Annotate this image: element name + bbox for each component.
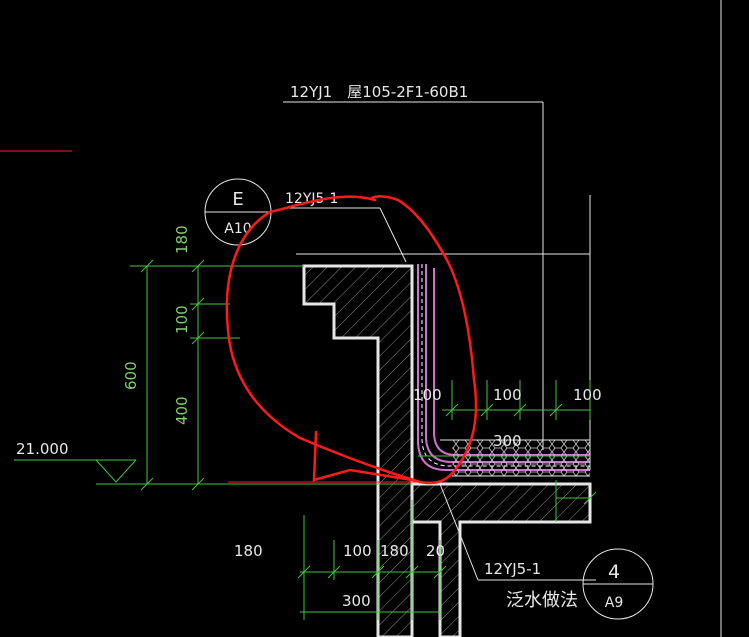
callout-top: E A10 bbox=[204, 178, 272, 246]
detail-ref-top-text: 12YJ5-1 bbox=[285, 191, 338, 207]
elevation-marker bbox=[14, 459, 137, 483]
roof-reference-leader bbox=[283, 101, 544, 450]
flashing-note: 泛水做法 bbox=[506, 590, 578, 611]
dim-v-600: 600 bbox=[122, 361, 140, 390]
dim-h-b-180a: 180 bbox=[234, 542, 263, 560]
detail-ref-top-leader bbox=[283, 207, 407, 263]
dim-h-b-20: 20 bbox=[426, 542, 445, 560]
horizontal-dimensions-right bbox=[418, 380, 597, 522]
roof-slab bbox=[410, 482, 592, 637]
dim-h-b-300: 300 bbox=[342, 592, 371, 610]
callout-top-number: E bbox=[232, 189, 243, 210]
callout-bottom-number: 4 bbox=[608, 561, 620, 583]
elevation-text: 21.000 bbox=[16, 440, 69, 458]
waterproof-dashed bbox=[421, 264, 590, 467]
detail-ref-bottom-text: 12YJ5-1 bbox=[484, 560, 541, 578]
detail-ref-bottom-leader bbox=[439, 483, 596, 581]
insulation-band bbox=[452, 440, 590, 476]
callout-bottom-sheet: A9 bbox=[605, 595, 623, 611]
dim-v-100: 100 bbox=[173, 305, 191, 334]
dim-v-400: 400 bbox=[173, 396, 191, 425]
vertical-dimensions bbox=[96, 259, 412, 491]
dim-h-b-100: 100 bbox=[343, 542, 372, 560]
parapet-section bbox=[302, 264, 414, 637]
dim-h-r-100b: 100 bbox=[493, 386, 522, 404]
callout-top-sheet: A10 bbox=[224, 221, 251, 237]
red-markup-stroke bbox=[312, 430, 414, 482]
callout-bottom: 4 A9 bbox=[582, 548, 654, 620]
dim-h-r-100a: 100 bbox=[413, 386, 442, 404]
insulation-outline bbox=[440, 439, 590, 477]
dim-h-r-100c: 100 bbox=[573, 386, 602, 404]
red-markup-loop bbox=[225, 195, 478, 485]
roof-reference-text: 12YJ1 屋105-2F1-60B1 bbox=[290, 83, 468, 101]
dim-h-b-180b: 180 bbox=[380, 542, 409, 560]
dim-v-180: 180 bbox=[173, 225, 191, 254]
horizontal-dimensions-bottom bbox=[297, 500, 447, 620]
dim-h-r-300: 300 bbox=[493, 432, 522, 450]
